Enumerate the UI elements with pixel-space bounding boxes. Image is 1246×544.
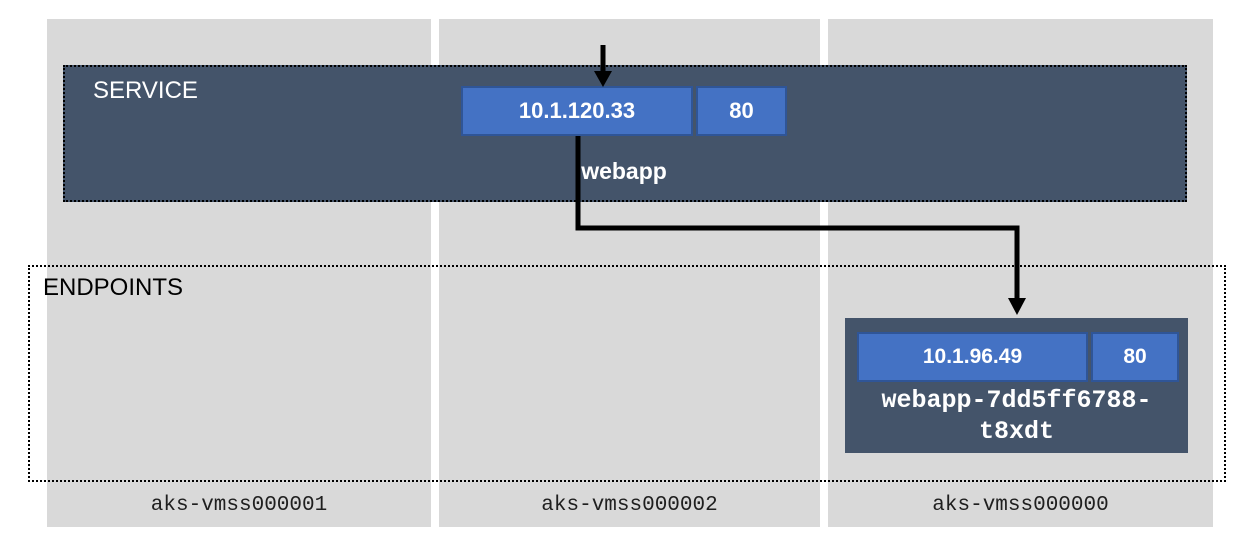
pod-name: webapp-7dd5ff6788- t8xdt <box>845 385 1188 447</box>
pod-port: 80 <box>1091 332 1179 382</box>
service-panel-title: SERVICE <box>93 77 198 104</box>
node-name-1: aks-vmss000001 <box>150 494 328 517</box>
pod-ip: 10.1.96.49 <box>857 332 1088 382</box>
service-name: webapp <box>581 158 667 184</box>
service-ip-port-row: 10.1.120.33 80 <box>461 86 787 136</box>
pod-name-line1: webapp-7dd5ff6788- <box>881 386 1152 415</box>
node-name-3: aks-vmss000000 <box>932 494 1109 517</box>
pod-ip-port-row: 10.1.96.49 80 <box>857 332 1179 382</box>
endpoints-panel-title: ENDPOINTS <box>43 274 184 301</box>
pod-name-line2: t8xdt <box>978 417 1054 446</box>
node-name-2: aks-vmss000002 <box>541 494 718 517</box>
service-cluster-ip: 10.1.120.33 <box>461 86 693 136</box>
service-port: 80 <box>696 86 787 136</box>
